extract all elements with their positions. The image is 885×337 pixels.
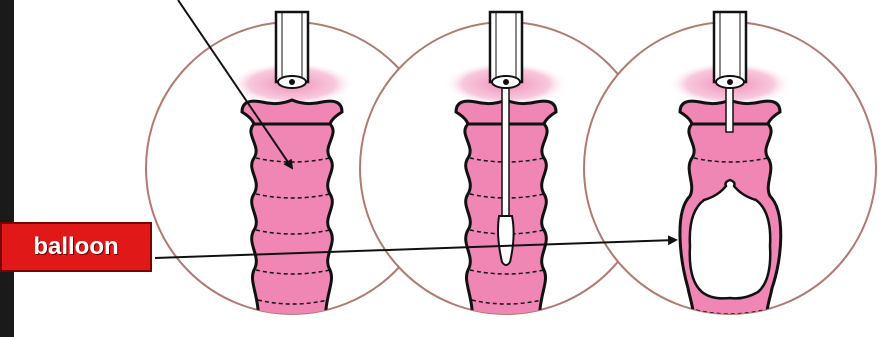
balloon-label: balloon <box>0 222 152 272</box>
panel-3-balloon-inflated <box>584 12 876 337</box>
